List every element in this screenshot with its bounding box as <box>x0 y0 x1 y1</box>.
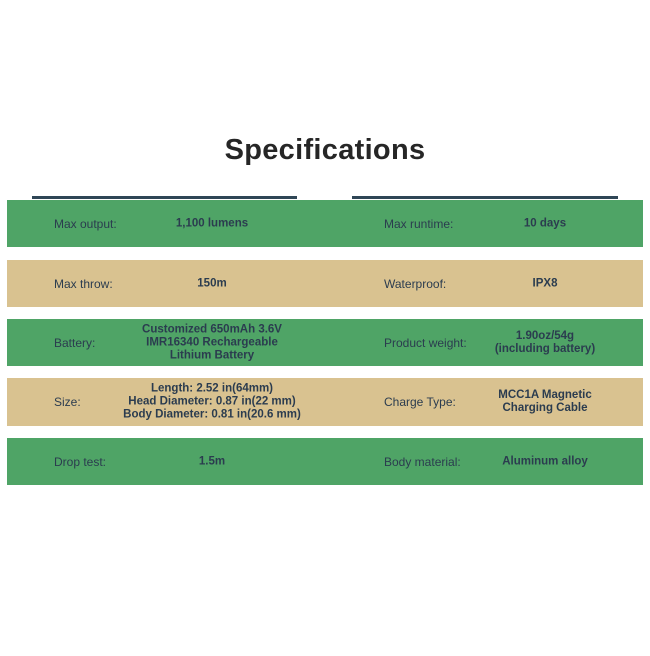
spec-label: Max runtime: <box>384 216 454 231</box>
spec-row-battery: Battery: Customized 650mAh 3.6V IMR16340… <box>7 319 643 366</box>
spec-row-size: Size: Length: 2.52 in(64mm) Head Diamete… <box>7 378 643 426</box>
spec-value: 1.90oz/54g (including battery) <box>494 329 596 355</box>
spec-label: Product weight: <box>384 335 467 350</box>
title-divider-right <box>352 196 618 199</box>
spec-value: Aluminum alloy <box>502 455 588 467</box>
spec-value: MCC1A Magnetic Charging Cable <box>498 389 592 414</box>
spec-label: Max throw: <box>54 276 113 291</box>
spec-row-drop: Drop test: 1.5m Body material: Aluminum … <box>7 438 643 485</box>
spec-row-throw: Max throw: 150m Waterproof: IPX8 <box>7 260 643 307</box>
spec-value: 10 days <box>523 217 567 229</box>
spec-value: Length: 2.52 in(64mm) Head Diameter: 0.8… <box>123 382 301 421</box>
title-divider-left <box>32 196 297 199</box>
spec-value: 1.5m <box>198 455 226 467</box>
spec-row-output: Max output: 1,100 lumens Max runtime: 10… <box>7 200 643 247</box>
spec-label: Waterproof: <box>384 276 447 291</box>
page-title: Specifications <box>224 134 426 166</box>
spec-value: IPX8 <box>532 277 558 289</box>
spec-label: Charge Type: <box>384 395 456 409</box>
spec-label: Battery: <box>54 335 96 350</box>
spec-value: 150m <box>197 277 227 289</box>
spec-value: 1,100 lumens <box>175 217 249 229</box>
spec-label: Drop test: <box>54 454 107 469</box>
spec-label: Size: <box>54 395 81 409</box>
spec-label: Max output: <box>54 216 117 231</box>
spec-label: Body material: <box>384 454 461 469</box>
spec-value: Customized 650mAh 3.6V IMR16340 Recharge… <box>142 323 282 361</box>
